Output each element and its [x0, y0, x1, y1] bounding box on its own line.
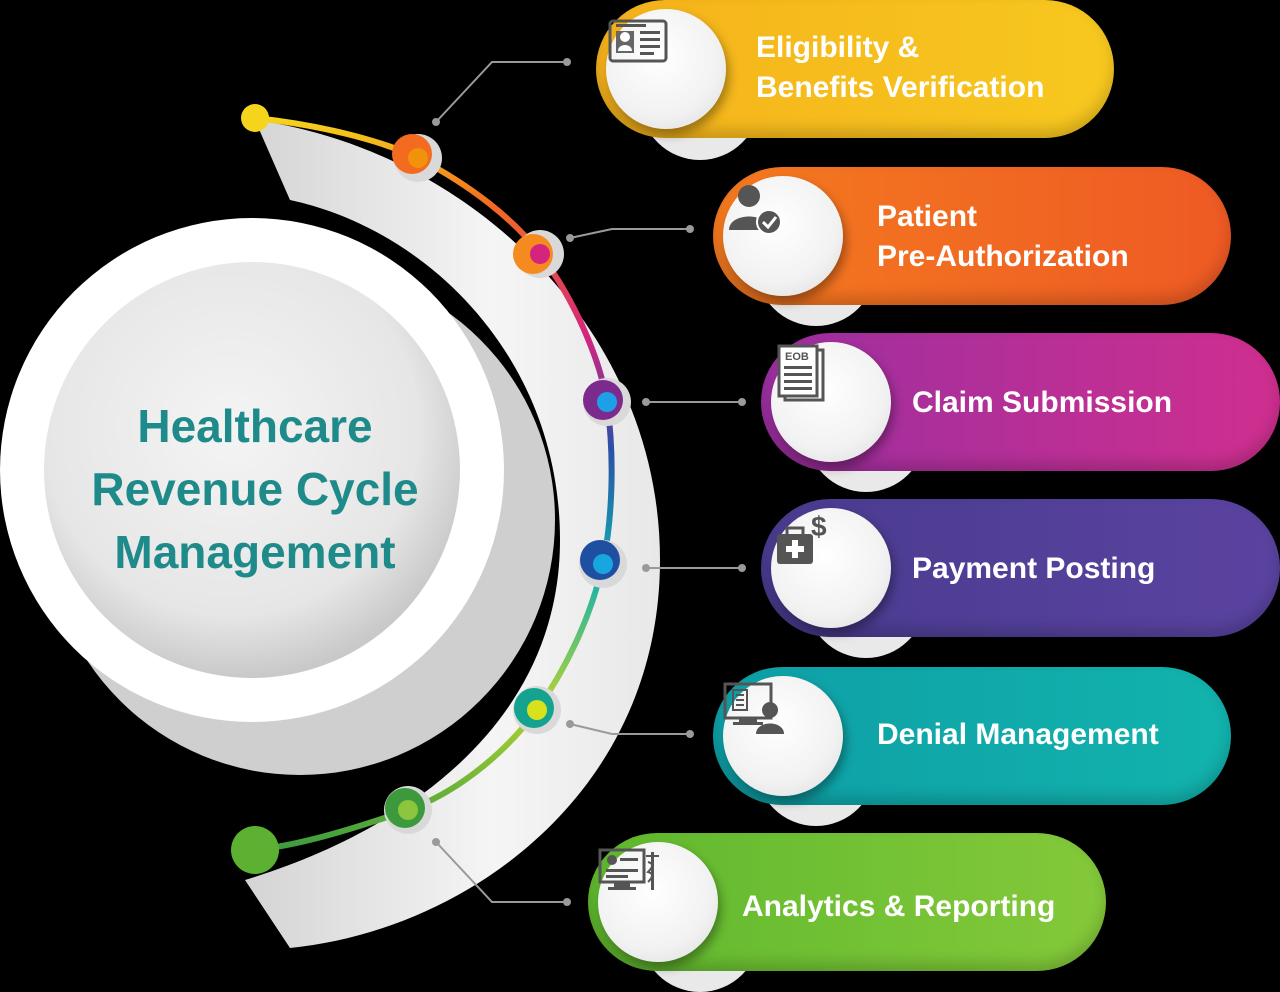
inner-disc [44, 262, 460, 678]
connector-2 [569, 228, 690, 239]
connector-6 [435, 841, 567, 903]
step-denial-label: Denial Management [877, 715, 1159, 755]
node-2 [513, 230, 564, 278]
step-preauth-line-2: Pre-Authorization [877, 240, 1129, 273]
step-eligibility-line-2: Benefits Verification [756, 71, 1045, 104]
connector-1 [435, 61, 567, 123]
step-preauth-label: Patient Pre-Authorization [877, 197, 1129, 277]
node-5 [513, 686, 561, 734]
path-end-dot [231, 826, 279, 874]
step-claim-label: Claim Submission [912, 383, 1172, 423]
step-analytics-label: Analytics & Reporting [742, 887, 1055, 927]
node-6 [384, 786, 432, 834]
center-title-line-3: Management [114, 526, 396, 578]
step-payment-line-1: Payment Posting [912, 552, 1156, 585]
node-1 [392, 134, 442, 182]
svg-text:$: $ [811, 511, 827, 542]
monitor-user-icon [723, 676, 843, 796]
center-title-line-2: Revenue Cycle [91, 463, 419, 515]
connector-5 [569, 723, 690, 735]
step-payment-label: Payment Posting [912, 549, 1155, 589]
svg-text:EOB: EOB [785, 351, 809, 363]
crescent-arc [245, 120, 660, 948]
step-analytics-line-1: Analytics & Reporting [742, 890, 1056, 923]
node-4 [579, 540, 627, 588]
step-eligibility-line-1: Eligibility & [756, 31, 920, 64]
node-3 [583, 378, 631, 426]
step-eligibility-label: Eligibility & Benefits Verification [756, 28, 1044, 108]
id-card-icon [606, 9, 726, 129]
user-check-icon [723, 176, 843, 296]
medical-bag-dollar-icon: $ [771, 508, 891, 628]
eob-document-icon: EOB [771, 342, 891, 462]
step-denial-line-1: Denial Management [877, 718, 1159, 751]
step-preauth-line-1: Patient [877, 200, 978, 233]
connectors [432, 58, 746, 906]
monitor-caduceus-icon [598, 842, 718, 962]
center-title-line-1: Healthcare [137, 400, 373, 452]
step-claim-line-1: Claim Submission [912, 386, 1173, 419]
center-title: Healthcare Revenue Cycle Management [60, 395, 450, 584]
path-start-dot [241, 104, 269, 132]
